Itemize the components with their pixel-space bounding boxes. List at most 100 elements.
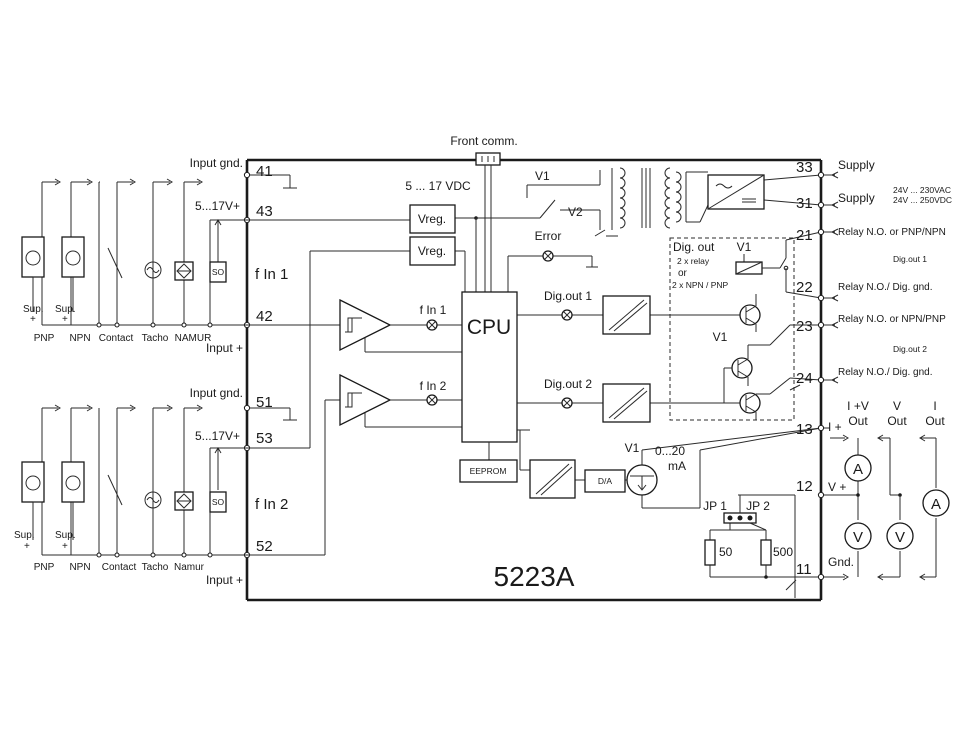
isolator-1-icon xyxy=(602,295,651,335)
voltmeter-2-icon xyxy=(886,522,914,550)
jp2-label: JP 2 xyxy=(746,499,770,513)
supply-range-1-label: 5...17V+ xyxy=(195,199,240,213)
sensor-namur-top: NAMUR xyxy=(175,333,212,344)
sensor-npn-top: NPN xyxy=(69,333,90,344)
terminal-24 xyxy=(817,376,825,384)
current-unit-label: mA xyxy=(668,459,686,473)
v-plus-label: V + xyxy=(828,480,846,494)
isolator-2-icon xyxy=(602,383,651,423)
input-plus-1-label: Input + xyxy=(206,341,243,355)
r50-label: 50 xyxy=(719,545,733,559)
plus-label-npn-bottom: + xyxy=(62,541,68,552)
right-terminal-lines xyxy=(821,174,835,578)
ammeter-1-icon xyxy=(844,454,872,482)
fin-1-lamp-icon xyxy=(426,319,438,331)
v-out-top-label: V xyxy=(893,399,901,413)
jumper-network xyxy=(699,427,822,598)
plus-label-pnp-bottom: + xyxy=(24,541,30,552)
terminal-23 xyxy=(817,321,825,329)
sensor-namur-bottom: Namur xyxy=(174,562,205,573)
relay-21-label: Relay N.O. or PNP/NPN xyxy=(838,227,946,238)
i-plus-label: I + xyxy=(828,420,842,434)
sensor-pnp-top: PNP xyxy=(34,333,55,344)
v1-transformer-label: V1 xyxy=(535,169,550,183)
input-plus-2-label: Input + xyxy=(206,573,243,587)
ac-dc-converter-icon xyxy=(707,174,765,210)
fin-2-lamp-icon xyxy=(426,394,438,406)
fin-1-zone-label: f In 1 xyxy=(255,266,288,283)
terminal-22 xyxy=(817,294,825,302)
comparator-1 xyxy=(339,298,392,352)
ammeter-1-label: A xyxy=(853,461,863,478)
v2-label: V2 xyxy=(568,205,583,219)
dig-out-1-lamp-icon xyxy=(561,309,573,321)
sensor-tacho-top: Tacho xyxy=(142,333,169,344)
vreg-1-label: Vreg. xyxy=(418,212,446,226)
v-out-bottom-label: Out xyxy=(887,414,907,428)
sensor-npn-bottom: NPN xyxy=(69,562,90,573)
dig-out-wiring xyxy=(785,231,822,391)
sup-label-npn-bottom: Sup. xyxy=(55,530,76,541)
vreg-2 xyxy=(409,236,456,266)
iv-out-bottom-label: Out xyxy=(848,414,868,428)
dig-box-title: Dig. out xyxy=(673,240,715,254)
gnd-label: Gnd. xyxy=(828,555,854,569)
eeprom-label: EEPROM xyxy=(470,466,507,476)
jp1-label: JP 1 xyxy=(703,499,727,513)
output-wiring xyxy=(830,434,937,581)
supply-1-label: Supply xyxy=(838,158,875,172)
dig-out-1-label: Dig.out 1 xyxy=(544,289,592,303)
cpu-label: CPU xyxy=(467,316,511,339)
current-v1-label: V1 xyxy=(625,441,640,455)
dig-out-2-lamp-icon xyxy=(561,397,573,409)
sup-label-pnp-bottom: Sup. xyxy=(14,530,35,541)
vreg-1 xyxy=(409,204,456,234)
front-comm-label: Front comm. xyxy=(450,134,517,148)
terminal-22-label: 22 xyxy=(796,279,813,296)
relay-icon xyxy=(735,240,789,292)
terminal-21-label: 21 xyxy=(796,227,813,244)
terminal-43-label: 43 xyxy=(256,203,273,220)
r500-label: 500 xyxy=(773,545,793,559)
error-lamp-icon xyxy=(542,250,554,262)
i-out-bottom-label: Out xyxy=(925,414,945,428)
model-number: 5223A xyxy=(494,561,575,592)
sup-label-npn-top: Sup. xyxy=(55,304,76,315)
voltmeter-1-label: V xyxy=(853,529,863,546)
input-gnd-2-label: Input gnd. xyxy=(190,386,243,400)
terminal-13 xyxy=(817,424,825,432)
dig-box-v1-relay: V1 xyxy=(737,240,752,254)
ammeter-2-icon xyxy=(922,489,950,517)
so-label-bottom: SO xyxy=(212,497,225,507)
cpu-block xyxy=(461,291,518,443)
supply-2-label: Supply xyxy=(838,191,875,205)
input-gnd-1-label: Input gnd. xyxy=(190,156,243,170)
terminal-13-label: 13 xyxy=(796,421,813,438)
transistor-1-icon xyxy=(739,294,761,332)
relay-23-label: Relay N.O. or NPN/PNP xyxy=(838,314,946,325)
supply-dc-label: 24V ... 250VDC xyxy=(893,195,952,205)
current-source-icon xyxy=(626,464,658,496)
terminal-33 xyxy=(817,171,825,179)
voltmeter-2-label: V xyxy=(895,529,905,546)
relay-24-label: Relay N.O./ Dig. gnd. xyxy=(838,367,932,378)
so-label-top: SO xyxy=(212,267,225,277)
voltmeter-1-icon xyxy=(844,522,872,550)
relay-22-label: Relay N.O./ Dig. gnd. xyxy=(838,282,932,293)
terminal-33-label: 33 xyxy=(796,159,813,176)
i-out-top-label: I xyxy=(933,399,936,413)
eeprom-block xyxy=(459,459,518,483)
sensor-wiring-top xyxy=(21,178,247,328)
dig-box-relay-count: 2 x relay xyxy=(677,256,710,266)
sup-label-pnp-top: Sup. xyxy=(23,304,44,315)
sensor-tacho-bottom: Tacho xyxy=(142,562,169,573)
current-range-label: 0...20 xyxy=(655,444,685,458)
terminal-52-label: 52 xyxy=(256,538,273,555)
comparator-2 xyxy=(339,373,392,427)
sensor-contact-bottom: Contact xyxy=(102,562,137,573)
ammeter-2-label: A xyxy=(931,496,941,513)
fin-2-zone-label: f In 2 xyxy=(255,496,288,513)
terminal-31 xyxy=(817,201,825,209)
transformer-icon xyxy=(619,167,682,229)
da-block xyxy=(584,469,626,493)
